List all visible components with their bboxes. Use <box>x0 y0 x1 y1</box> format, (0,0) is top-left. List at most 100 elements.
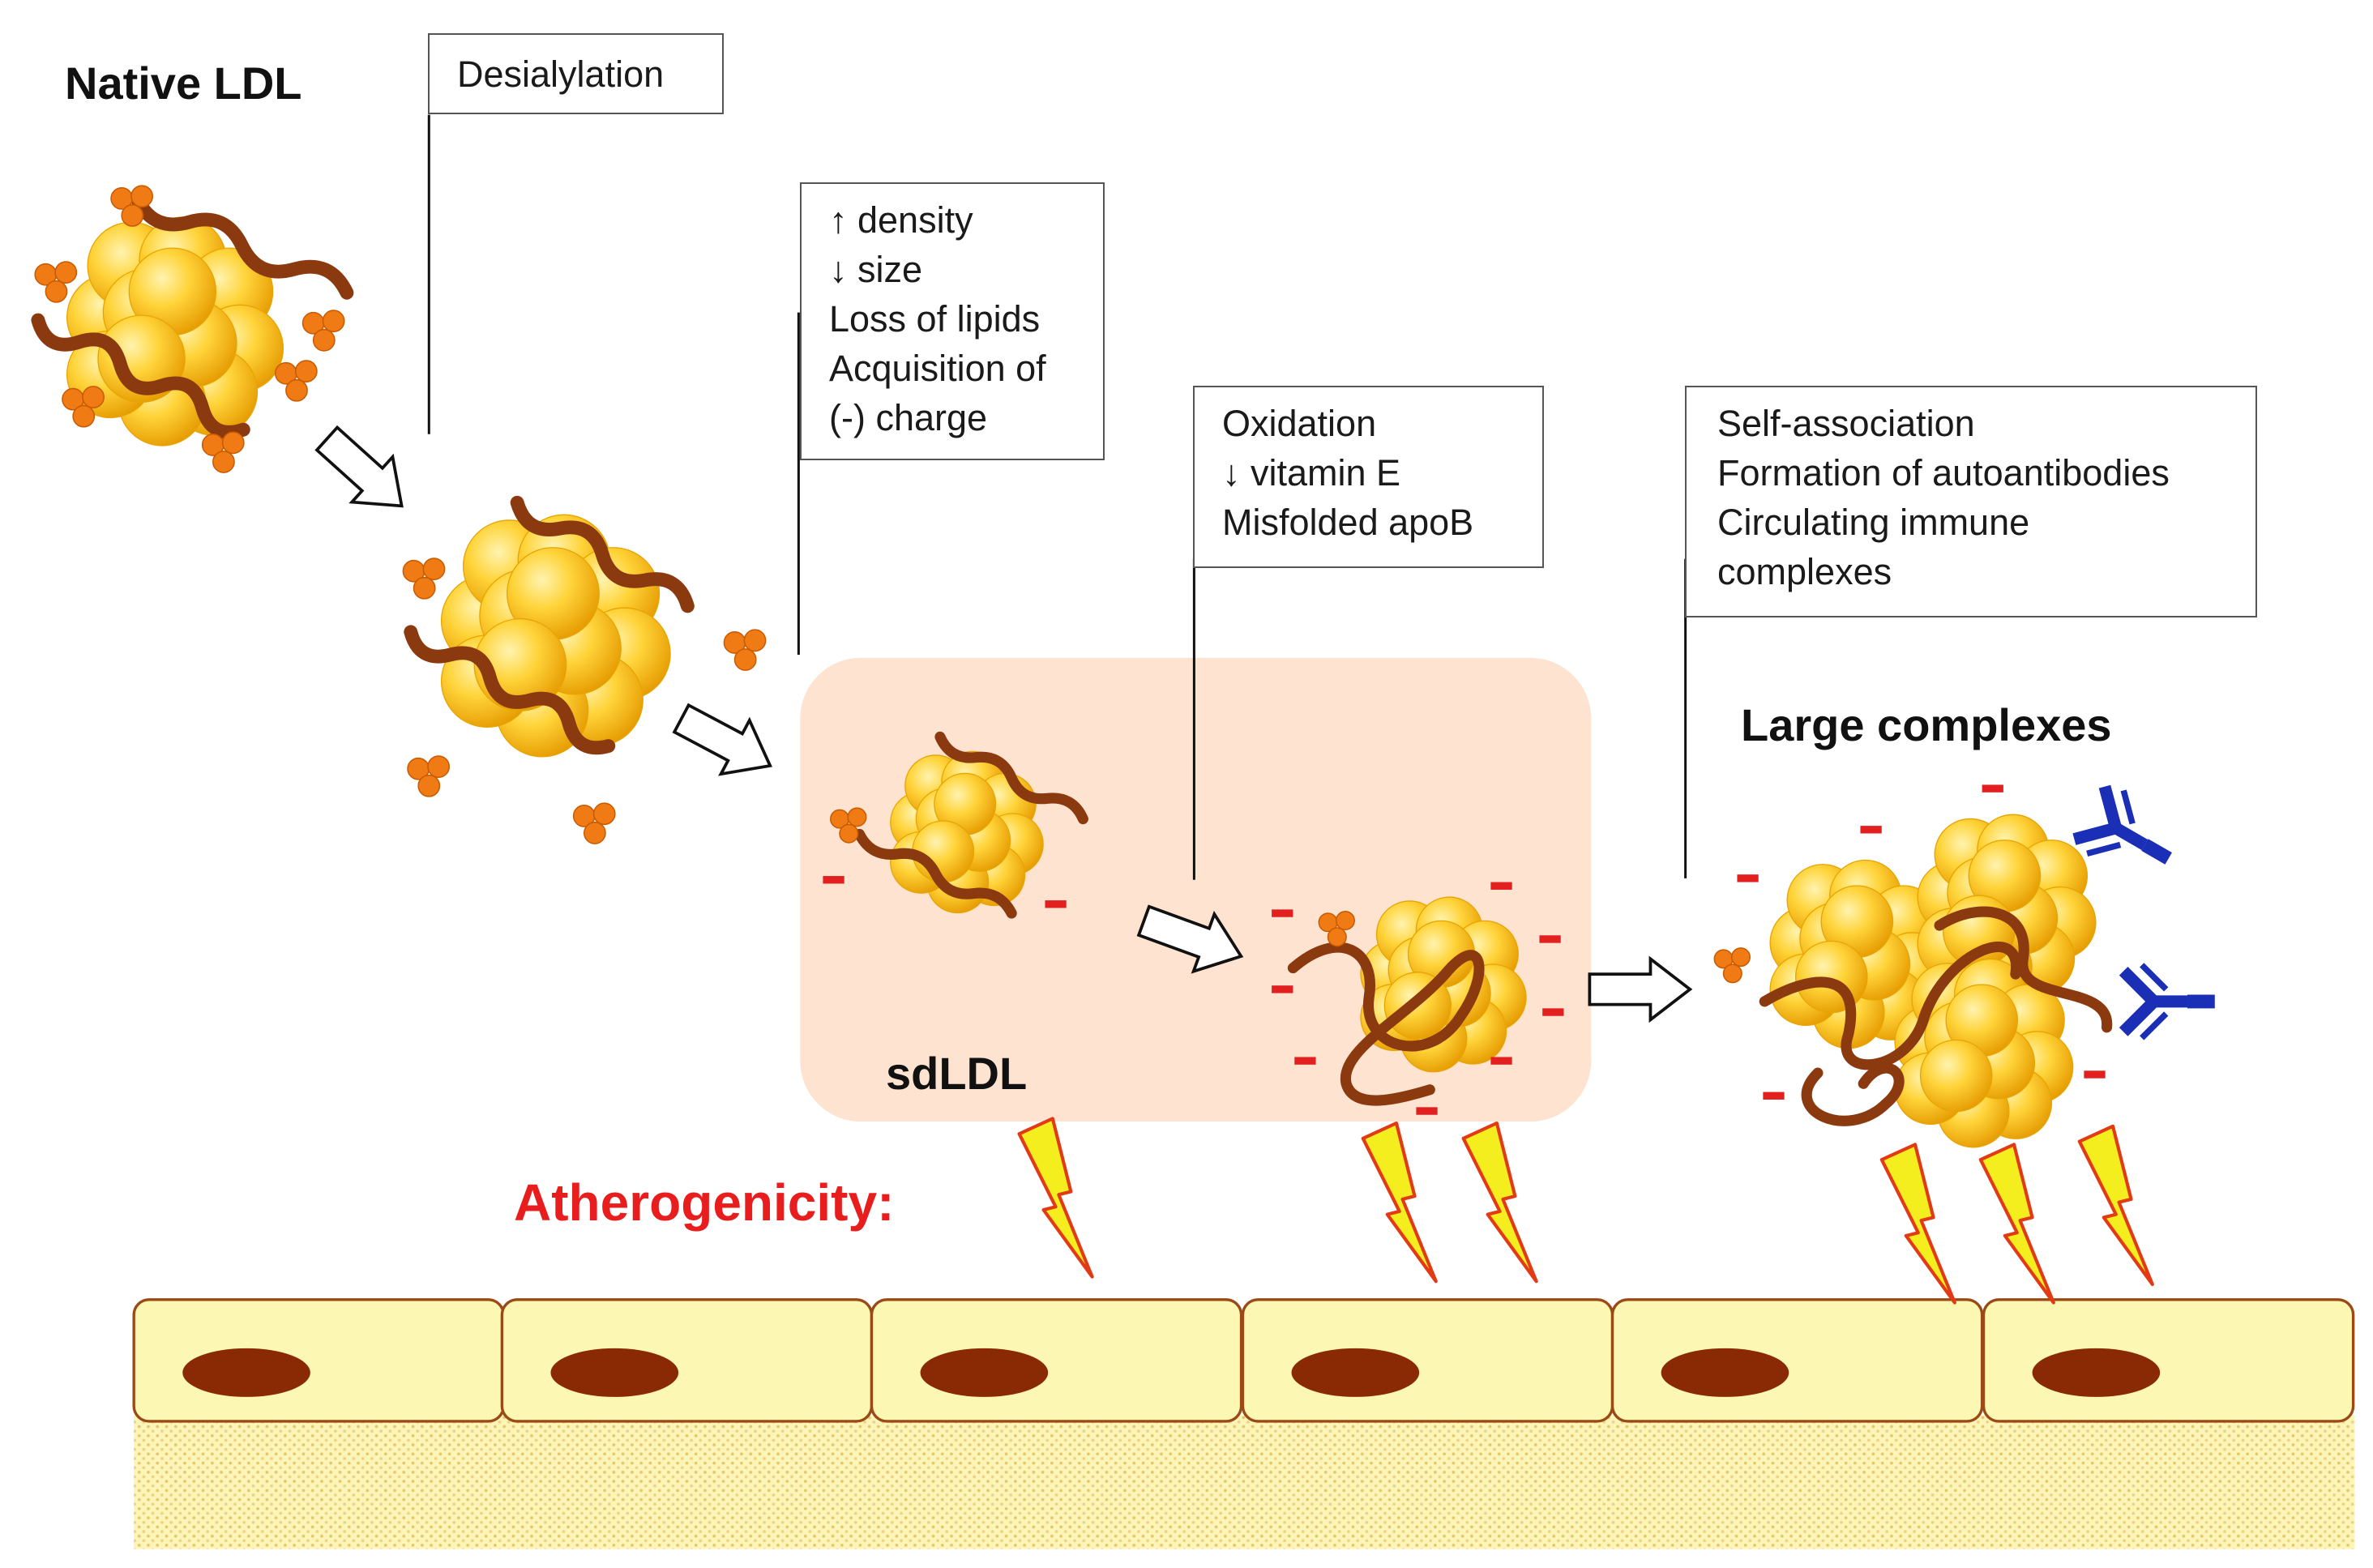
negative-charge-mark <box>1763 1092 1785 1100</box>
cell-body <box>500 1298 874 1423</box>
property-charge-acquisition: Acquisition of <box>829 348 1046 389</box>
complexes-label: complexes <box>1717 551 1892 592</box>
property-negative-charge: (-) charge <box>829 397 988 438</box>
sialic-dot <box>592 802 616 826</box>
lipid-sphere <box>1919 1039 1993 1113</box>
negative-charge-mark <box>823 876 844 884</box>
sdldl-particle <box>823 731 1088 919</box>
apob-chain <box>1934 906 2113 1033</box>
negative-charge-mark <box>1490 882 1512 890</box>
cell-body <box>132 1298 505 1423</box>
antibody-light-chains <box>2086 789 2136 857</box>
ldl-particle-icon <box>440 514 671 758</box>
apob-chain <box>404 625 616 755</box>
negative-charge-mark <box>1539 935 1561 943</box>
sialic-acid-icon <box>1713 947 1751 984</box>
sialic-acid-icon <box>572 802 616 844</box>
desialylation-label: Desialylation <box>457 53 665 95</box>
antibody-stem <box>2141 839 2172 865</box>
endothelial-cell-icon <box>132 1298 505 1423</box>
sialic-acid-icon <box>830 807 867 844</box>
negative-charge-mark <box>1294 1057 1316 1065</box>
negative-charge-mark <box>1272 985 1293 993</box>
sialic-dot <box>72 404 96 428</box>
oxidized-ldl-particle <box>1272 882 1564 1115</box>
endothelial-cell-icon <box>1241 1298 1614 1423</box>
apob-chain <box>130 191 354 300</box>
sialic-dot <box>1722 963 1742 984</box>
sialic-acid-icon <box>1318 911 1355 947</box>
endothelial-cell-icon <box>1610 1298 1984 1423</box>
association-box: Self-association Formation of autoantibo… <box>1685 386 2257 617</box>
apob-chain <box>1759 942 2022 1070</box>
sialic-dot <box>1730 947 1751 968</box>
antibody-light-chains <box>2140 963 2169 1040</box>
sialic-dot <box>294 360 318 382</box>
antibody-arms <box>2072 784 2149 851</box>
negative-charge-mark <box>1737 874 1759 882</box>
autoantibodies-label: Formation of autoantibodies <box>1717 452 2170 493</box>
self-association-label: Self-association <box>1717 403 1975 444</box>
cell-body <box>1982 1298 2355 1423</box>
lipid-sphere <box>912 820 975 883</box>
sialic-dot <box>45 280 68 303</box>
negative-charge-mark <box>1490 1057 1512 1065</box>
property-density: ↑ density <box>829 199 973 241</box>
sialic-dot <box>427 755 451 778</box>
negative-charge-mark <box>1860 826 1882 834</box>
misfolded-apob-label: Misfolded apoB <box>1222 502 1474 543</box>
sialic-dot <box>413 576 436 600</box>
arrow-icon <box>1136 904 1244 974</box>
cell-body <box>1610 1298 1984 1423</box>
cell-body <box>870 1298 1243 1423</box>
sialic-dot <box>583 822 606 844</box>
sialic-acid-icon <box>274 360 318 402</box>
lipid-sphere <box>1795 940 1868 1014</box>
oxidation-label: Oxidation <box>1222 403 1377 444</box>
sialic-dot <box>54 261 78 284</box>
negative-charge-mark <box>1045 900 1067 908</box>
bolt-shape <box>2077 1124 2154 1287</box>
apob-chain <box>510 495 695 613</box>
desialylation-box: Desialylation <box>428 33 724 114</box>
sialic-acid-icon <box>402 558 446 600</box>
lightning-icon <box>1978 1143 2055 1305</box>
sialic-dot <box>322 310 345 333</box>
subendothelial-matrix <box>134 1415 2355 1549</box>
property-lipid-loss: Loss of lipids <box>829 298 1041 340</box>
cell-body <box>1241 1298 1614 1423</box>
negative-charge-mark <box>2084 1070 2106 1079</box>
nucleus <box>2032 1348 2161 1397</box>
arrow-icon <box>1588 955 1693 1023</box>
nucleus <box>550 1348 679 1397</box>
sialic-dot <box>422 558 446 580</box>
endothelial-cell-icon <box>1982 1298 2355 1423</box>
sialic-dot <box>130 185 154 208</box>
antibody-icon <box>2072 784 2172 865</box>
large-complexes-group <box>1713 784 2215 1148</box>
misfolded-apob-chain <box>1287 942 1485 1106</box>
sialic-dot <box>743 629 767 652</box>
arrow-icon <box>314 425 404 508</box>
negative-charge-mark <box>1982 784 2003 793</box>
sialic-dot <box>847 807 867 827</box>
sialic-dot <box>221 431 245 455</box>
nucleus <box>182 1348 310 1397</box>
sialic-dot <box>121 204 144 227</box>
endothelial-cell-icon <box>500 1298 874 1423</box>
sialic-acid-icon <box>407 755 451 797</box>
lightning-icon <box>2077 1124 2154 1287</box>
immune-complexes-label: Circulating immune <box>1717 502 2030 543</box>
nucleus <box>920 1348 1049 1397</box>
apob-chain <box>853 828 1017 919</box>
sdldl-properties-box: ↑ density ↓ size Loss of lipids Acquisit… <box>800 182 1105 460</box>
bolt-shape <box>1361 1121 1438 1284</box>
arrow-shape <box>672 703 772 776</box>
endothelium-layer <box>132 1298 2355 1549</box>
lightning-icon <box>1017 1117 1094 1279</box>
lightning-icon <box>1361 1121 1438 1284</box>
antibody-icon <box>2119 963 2215 1040</box>
sialic-dot <box>212 451 235 473</box>
